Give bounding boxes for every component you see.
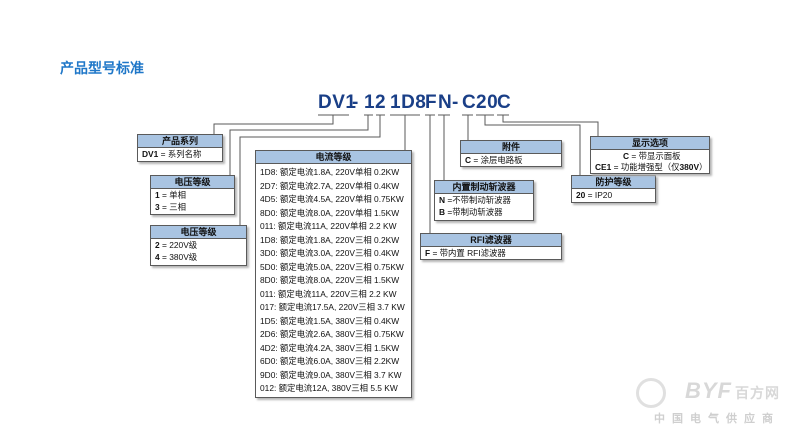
current-row: 6D0: 额定电流6.0A, 380V三相 2.2KW <box>260 356 400 366</box>
model-part-voltage: 2 <box>375 92 387 113</box>
series-text: = 系列名称 <box>160 149 202 159</box>
current-body: 1D8: 额定电流1.8A, 220V单相 0.2KW 2D7: 额定电流2.7… <box>256 164 411 398</box>
accessory-code: C <box>465 155 472 165</box>
rfi-code: F <box>425 248 431 258</box>
series-code: DV1 <box>142 149 159 159</box>
page-title: 产品型号标准 <box>60 60 144 76</box>
current-header: 电流等级 <box>256 151 411 164</box>
accessory-body: C = 涂层电路板 <box>461 154 561 169</box>
current-row: 012: 额定电流12A, 380V三相 5.5 KW <box>260 383 398 393</box>
model-part-brake: N <box>438 92 453 113</box>
rfi-body: F = 带内置 RFI滤波器 <box>421 247 561 262</box>
current-row: 2D6: 额定电流2.6A, 380V三相 0.75KW <box>260 329 404 339</box>
series-box: 产品系列 DV1 = 系列名称 <box>137 134 223 162</box>
phase-header: 电压等级 <box>151 176 234 189</box>
display-body: C = 带显示面板 CE1 = 功能增强型（仅380V） <box>591 150 709 175</box>
phase-row: 3 = 三相 <box>155 201 186 212</box>
current-row: 011: 额定电流11A, 220V三相 2.2 KW <box>260 288 397 299</box>
rfi-header: RFI滤波器 <box>421 234 561 247</box>
current-row: 8D0: 额定电流8.0A, 220V单相 1.5KW <box>260 207 400 218</box>
current-row: 1D8: 额定电流1.8A, 220V三相 0.2KW <box>260 234 400 245</box>
phase-box: 电压等级 1 = 单相 3 = 三相 <box>150 175 235 215</box>
phase-body: 1 = 单相 3 = 三相 <box>151 189 234 216</box>
voltage-row: 4 = 380V级 <box>155 251 198 262</box>
voltage-box: 电压等级 2 = 220V级 4 = 380V级 <box>150 225 247 266</box>
series-body: DV1 = 系列名称 <box>138 148 222 163</box>
protection-text: = IP20 <box>587 190 613 200</box>
display-header: 显示选项 <box>591 137 709 150</box>
model-part-accessory: C <box>462 92 477 113</box>
model-part-current: 1D8 <box>390 92 427 113</box>
protection-body: 20 = IP20 <box>572 189 655 204</box>
current-row: 4D5: 额定电流4.5A, 220V单相 0.75KW <box>260 194 404 204</box>
model-part-series: DV1 <box>318 92 357 113</box>
current-row: 9D0: 额定电流9.0A, 380V三相 3.7 KW <box>260 369 402 380</box>
brake-body: N =不带制动斩波器 B =带制动斩波器 <box>435 194 533 221</box>
brake-box: 内置制动斩波器 N =不带制动斩波器 B =带制动斩波器 <box>434 180 534 221</box>
model-part-phase: 1 <box>364 92 376 113</box>
model-part-dash: - <box>352 92 359 113</box>
voltage-row: 2 = 220V级 <box>155 240 198 250</box>
display-row: C = 带显示面板 <box>623 151 681 161</box>
current-box: 电流等级 1D8: 额定电流1.8A, 220V单相 0.2KW 2D7: 额定… <box>255 150 412 398</box>
brake-row: N =不带制动斩波器 <box>439 195 511 205</box>
rfi-text: = 带内置 RFI滤波器 <box>432 248 506 258</box>
model-part-protection: 20 <box>476 92 499 113</box>
current-row: 017: 额定电流17.5A, 220V三相 3.7 KW <box>260 302 405 312</box>
current-row: 2D7: 额定电流2.7A, 220V单相 0.4KW <box>260 180 400 191</box>
current-row: 3D0: 额定电流3.0A, 220V三相 0.4KW <box>260 248 400 258</box>
accessory-box: 附件 C = 涂层电路板 <box>460 140 562 167</box>
voltage-body: 2 = 220V级 4 = 380V级 <box>151 239 246 266</box>
model-part-dash2: - <box>452 92 459 113</box>
current-row: 4D2: 额定电流4.2A, 380V三相 1.5KW <box>260 342 400 353</box>
current-row: 011: 额定电流11A, 220V单相 2.2 KW <box>260 221 397 231</box>
model-part-display: C <box>497 92 512 113</box>
voltage-header: 电压等级 <box>151 226 246 239</box>
current-row: 5D0: 额定电流5.0A, 220V三相 0.75KW <box>260 261 404 272</box>
accessory-text: = 涂层电路板 <box>473 155 523 165</box>
phase-row: 1 = 单相 <box>155 190 186 200</box>
current-row: 8D0: 额定电流8.0A, 220V三相 1.5KW <box>260 275 400 285</box>
brake-row: B =带制动斩波器 <box>439 206 503 217</box>
protection-box: 防护等级 20 = IP20 <box>571 175 656 203</box>
protection-header: 防护等级 <box>572 176 655 189</box>
model-part-rfi: F <box>425 92 438 113</box>
display-row: CE1 = 功能增强型（仅380V） <box>595 162 708 172</box>
rfi-box: RFI滤波器 F = 带内置 RFI滤波器 <box>420 233 562 260</box>
series-header: 产品系列 <box>138 135 222 148</box>
display-box: 显示选项 C = 带显示面板 CE1 = 功能增强型（仅380V） <box>590 136 710 174</box>
watermark-tagline: 中国电气供应商 <box>654 413 780 425</box>
watermark-logo-icon <box>636 378 666 408</box>
accessory-header: 附件 <box>461 141 561 154</box>
brake-header: 内置制动斩波器 <box>435 181 533 194</box>
protection-code: 20 <box>576 190 586 200</box>
current-row: 1D5: 额定电流1.5A, 380V三相 0.4KW <box>260 315 400 326</box>
current-row: 1D8: 额定电流1.8A, 220V单相 0.2KW <box>260 167 400 177</box>
